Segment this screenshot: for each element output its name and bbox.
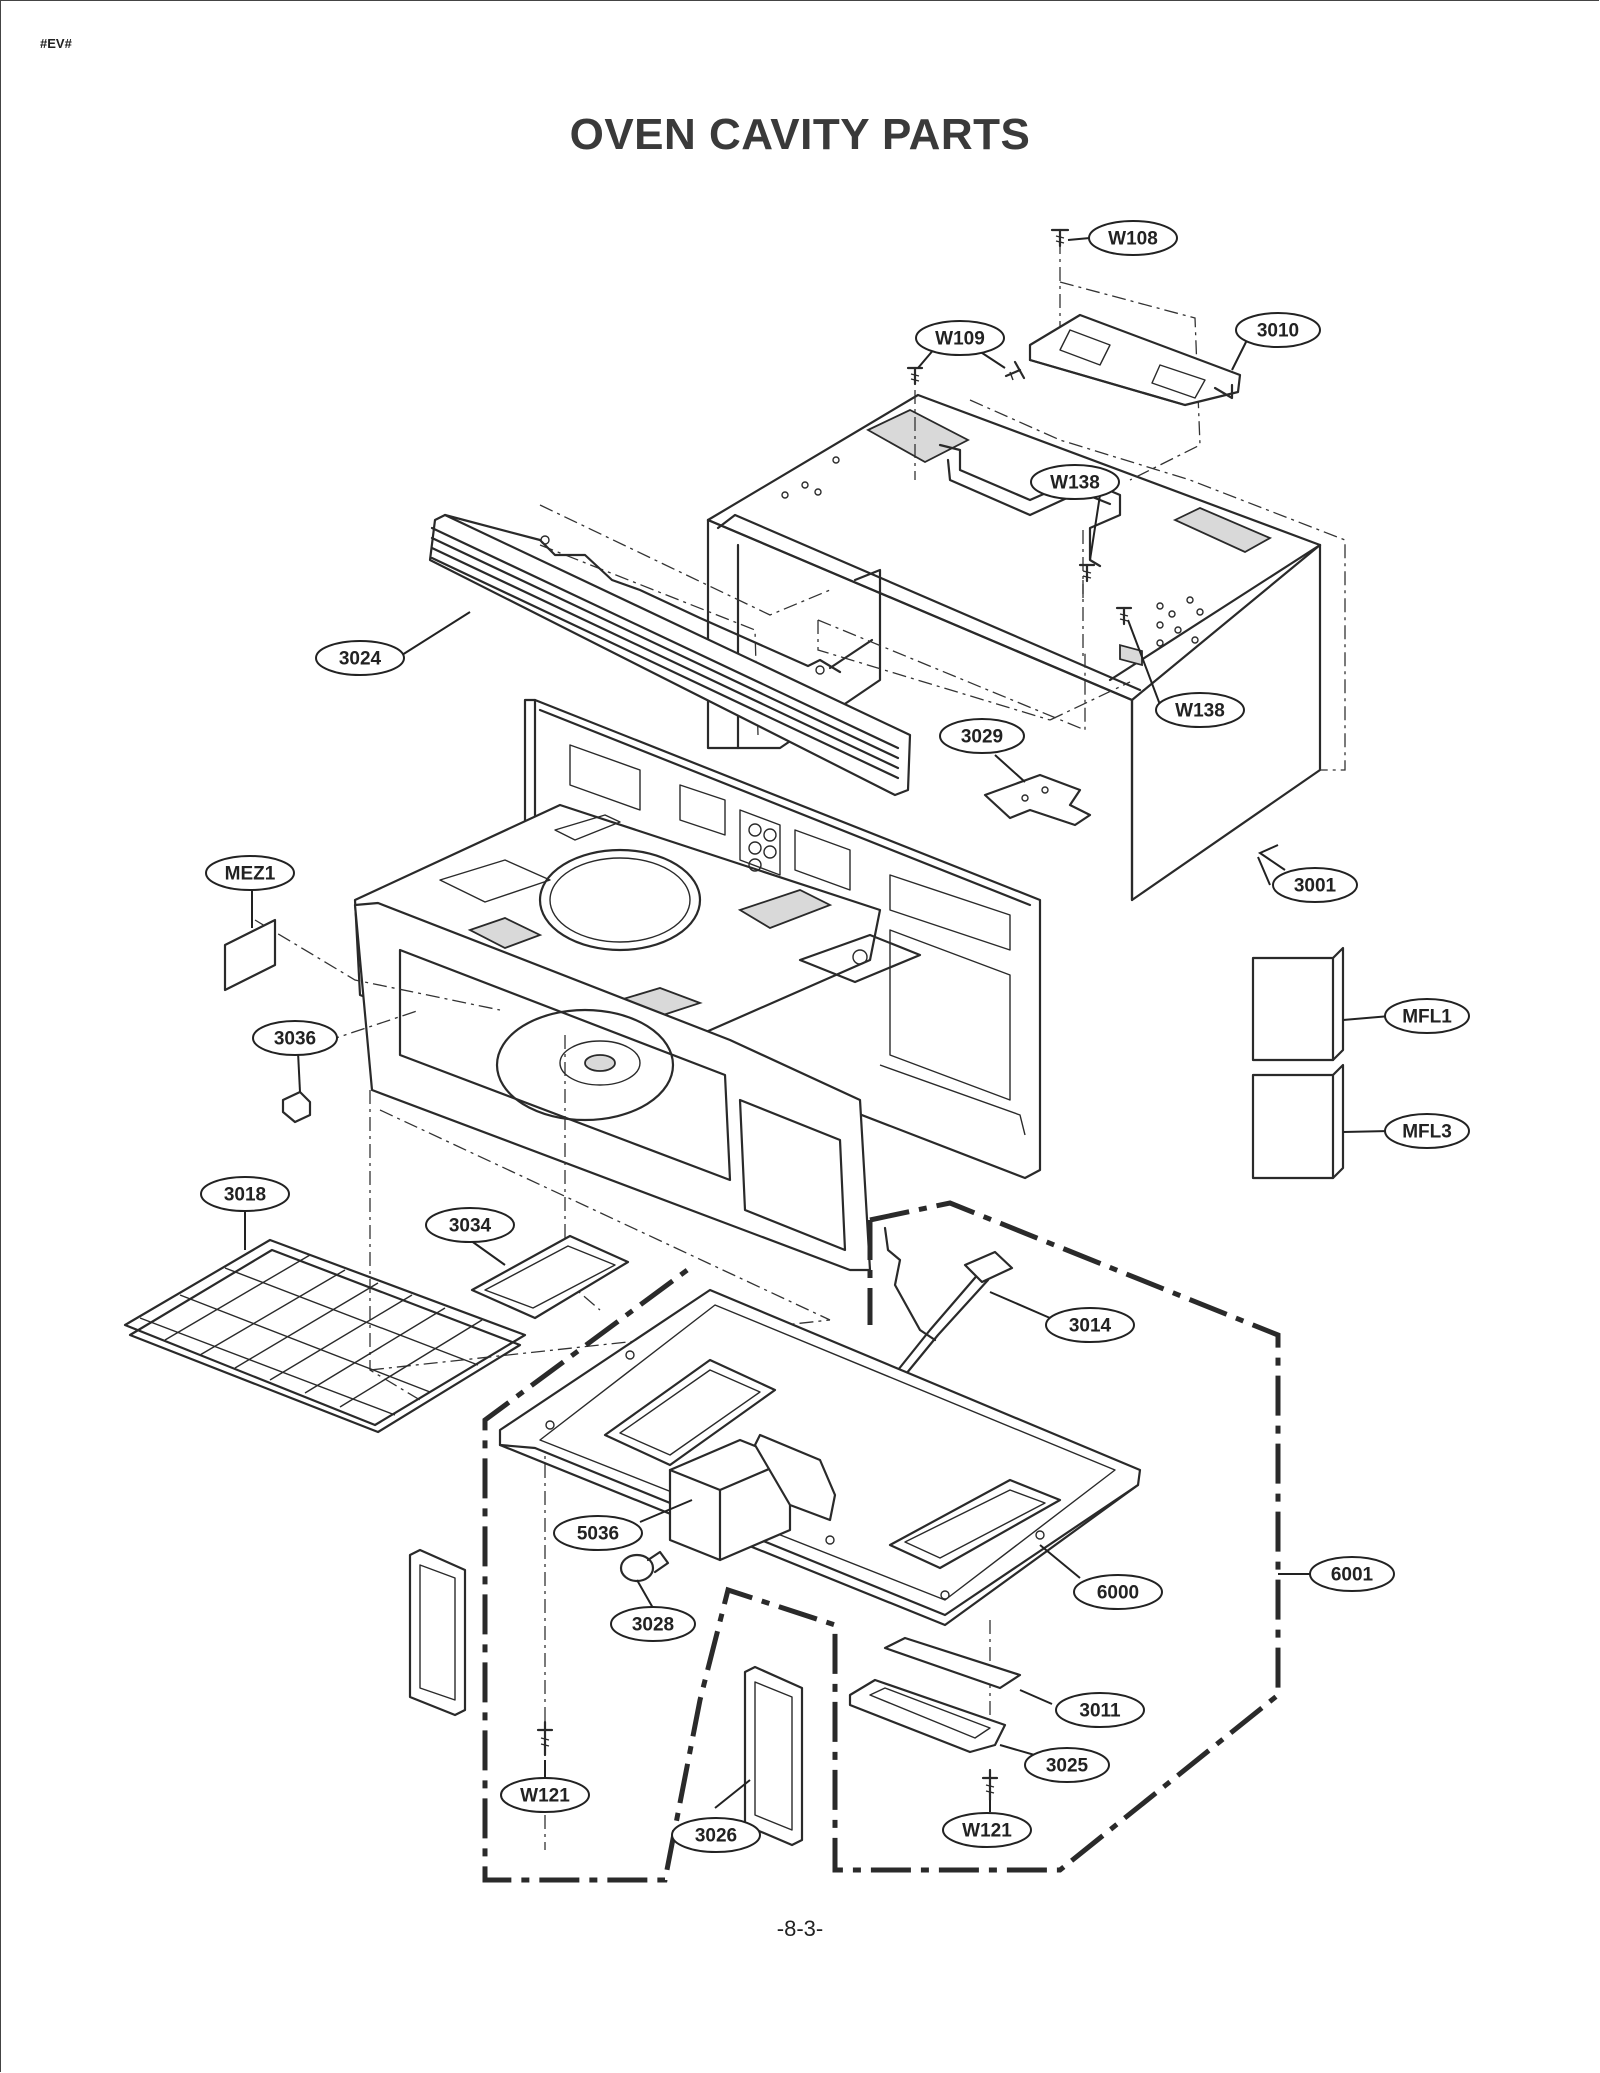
svg-text:3026: 3026 <box>695 1826 737 1847</box>
svg-text:3036: 3036 <box>274 1029 316 1050</box>
svg-text:3018: 3018 <box>224 1185 266 1206</box>
callout-6001: 6001 <box>1309 1556 1395 1592</box>
grease-filter-3026 <box>743 1665 804 1847</box>
cover-3034 <box>470 1234 630 1320</box>
lamp-lens-3011 <box>883 1636 1022 1690</box>
vent-grille-3024 <box>428 513 912 797</box>
callout-mez1: MEZ1 <box>205 855 295 891</box>
callout-mfl3: MFL3 <box>1384 1113 1470 1149</box>
callout-6000: 6000 <box>1073 1574 1163 1610</box>
svg-text:W109: W109 <box>935 329 985 350</box>
svg-text:W138: W138 <box>1175 701 1225 722</box>
bracket-3029 <box>983 773 1092 827</box>
callout-5036: 5036 <box>553 1515 643 1551</box>
oven-rack-3018 <box>123 1238 527 1434</box>
callout-w138-upper: W138 <box>1030 464 1120 500</box>
lamp-cover-3025 <box>848 1678 1007 1754</box>
callout-3034: 3034 <box>425 1207 515 1243</box>
callout-w138-lower: W138 <box>1155 692 1245 728</box>
svg-text:3011: 3011 <box>1079 1701 1121 1722</box>
callout-3014: 3014 <box>1045 1307 1135 1343</box>
callout-w108: W108 <box>1088 220 1178 256</box>
screw-w121-left-icon <box>536 1720 554 1757</box>
latch-3036 <box>281 1090 312 1124</box>
callout-3036: 3036 <box>252 1020 338 1056</box>
callout-3024: 3024 <box>315 640 405 676</box>
svg-text:5036: 5036 <box>577 1524 619 1545</box>
callout-w121-right: W121 <box>942 1812 1032 1848</box>
page-number: -8-3- <box>776 1916 824 1941</box>
svg-text:6001: 6001 <box>1331 1565 1374 1586</box>
callout-3025: 3025 <box>1024 1747 1110 1783</box>
callout-3029: 3029 <box>939 718 1025 754</box>
callout-w109: W109 <box>915 320 1005 356</box>
svg-text:W121: W121 <box>962 1821 1012 1842</box>
svg-text:3014: 3014 <box>1069 1316 1112 1337</box>
label-mez1 <box>223 918 277 992</box>
svg-text:3010: 3010 <box>1257 321 1299 342</box>
svg-text:MFL3: MFL3 <box>1402 1122 1452 1143</box>
svg-text:MFL1: MFL1 <box>1402 1007 1452 1028</box>
svg-text:MEZ1: MEZ1 <box>225 864 276 885</box>
svg-text:3024: 3024 <box>339 649 382 670</box>
callout-3001: 3001 <box>1272 867 1358 903</box>
screw-w121-right-icon <box>981 1768 999 1802</box>
page-title: OVEN CAVITY PARTS <box>569 110 1031 159</box>
lamp-bulb-3028 <box>619 1550 670 1583</box>
outer-case-3001 <box>706 393 1322 902</box>
filter-mfl1 <box>1251 946 1345 1062</box>
svg-text:3025: 3025 <box>1046 1756 1089 1777</box>
svg-text:3029: 3029 <box>961 727 1003 748</box>
filter-mfl3 <box>1251 1063 1345 1180</box>
oven-cavity <box>353 698 1042 1272</box>
svg-text:W121: W121 <box>520 1786 570 1807</box>
screw-w109-icon <box>906 366 924 386</box>
callout-3010: 3010 <box>1235 312 1321 348</box>
svg-text:3034: 3034 <box>449 1216 492 1237</box>
callout-3018: 3018 <box>200 1176 290 1212</box>
svg-text:W138: W138 <box>1050 473 1100 494</box>
base-assembly-6001-outline <box>482 1200 1281 1883</box>
base-plate-6000 <box>498 1288 1142 1627</box>
screw-w108-icon <box>1050 228 1070 248</box>
svg-text:3028: 3028 <box>632 1615 674 1636</box>
callout-3028: 3028 <box>610 1606 696 1642</box>
grease-filter-left <box>408 1548 467 1717</box>
bracket-3010 <box>1028 313 1242 667</box>
svg-text:W108: W108 <box>1108 229 1158 250</box>
callout-w121-left: W121 <box>500 1777 590 1813</box>
callout-3011: 3011 <box>1055 1692 1145 1728</box>
svg-text:3001: 3001 <box>1294 876 1337 897</box>
callout-mfl1: MFL1 <box>1384 998 1470 1034</box>
document-code-tag: #EV# <box>40 36 72 51</box>
screw-w138-upper-icon <box>1078 563 1096 583</box>
screw-w138-lower-icon <box>1115 606 1133 626</box>
svg-text:6000: 6000 <box>1097 1583 1139 1604</box>
callout-3026: 3026 <box>671 1817 761 1853</box>
screw-w109b-icon <box>1004 360 1026 381</box>
